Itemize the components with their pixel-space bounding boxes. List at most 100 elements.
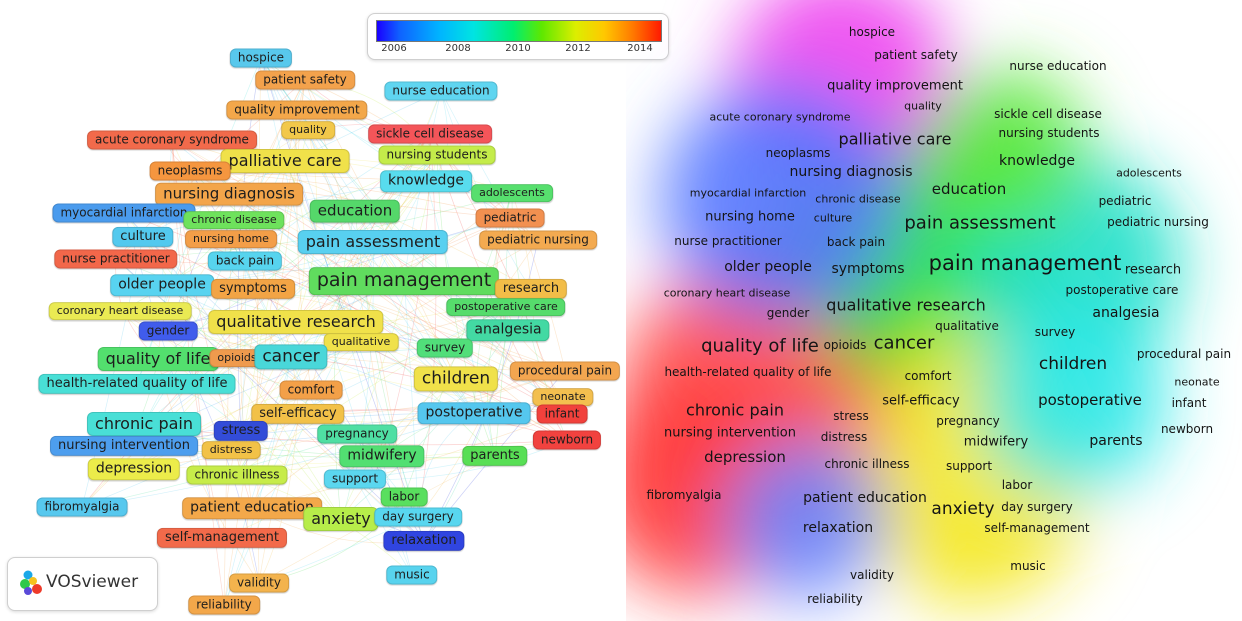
density-keyword-label[interactable]: parents bbox=[1089, 433, 1143, 449]
keyword-node[interactable]: sickle cell disease bbox=[368, 124, 492, 144]
keyword-node[interactable]: nursing intervention bbox=[50, 435, 198, 457]
density-keyword-label[interactable]: symptoms bbox=[831, 261, 905, 277]
density-keyword-label[interactable]: validity bbox=[850, 568, 894, 582]
density-keyword-label[interactable]: opioids bbox=[823, 338, 867, 352]
density-keyword-label[interactable]: nursing students bbox=[998, 126, 1100, 140]
density-keyword-label[interactable]: nurse practitioner bbox=[674, 234, 782, 248]
keyword-node[interactable]: comfort bbox=[279, 380, 343, 400]
keyword-node[interactable]: day surgery bbox=[374, 507, 462, 527]
density-keyword-label[interactable]: pregnancy bbox=[936, 414, 1000, 428]
density-keyword-label[interactable]: pediatric bbox=[1098, 194, 1152, 208]
keyword-node[interactable]: chronic disease bbox=[183, 211, 285, 229]
density-keyword-label[interactable]: nursing intervention bbox=[664, 425, 796, 441]
density-keyword-label[interactable]: neoplasms bbox=[765, 146, 831, 160]
keyword-node[interactable]: music bbox=[386, 565, 438, 585]
keyword-node[interactable]: patient education bbox=[182, 497, 322, 519]
density-keyword-label[interactable]: research bbox=[1124, 262, 1182, 278]
keyword-node[interactable]: infant bbox=[536, 404, 588, 424]
keyword-node[interactable]: quality bbox=[281, 121, 335, 139]
density-keyword-label[interactable]: nursing diagnosis bbox=[789, 164, 913, 180]
density-keyword-label[interactable]: comfort bbox=[904, 369, 952, 383]
keyword-node[interactable]: back pain bbox=[207, 251, 283, 271]
density-keyword-label[interactable]: hospice bbox=[848, 25, 896, 39]
density-keyword-label[interactable]: newborn bbox=[1160, 422, 1214, 436]
keyword-node[interactable]: reliability bbox=[188, 595, 260, 615]
keyword-node[interactable]: nurse education bbox=[384, 81, 498, 101]
density-keyword-label[interactable]: palliative care bbox=[838, 129, 952, 149]
keyword-node[interactable]: newborn bbox=[532, 430, 602, 450]
density-keyword-label[interactable]: quality of life bbox=[701, 335, 819, 357]
density-keyword-label[interactable]: adolescents bbox=[1116, 166, 1182, 180]
keyword-node[interactable]: acute coronary syndrome bbox=[87, 130, 257, 150]
keyword-node[interactable]: labor bbox=[380, 487, 428, 507]
keyword-node[interactable]: adolescents bbox=[471, 184, 553, 202]
keyword-node[interactable]: cancer bbox=[254, 344, 328, 370]
density-keyword-label[interactable]: music bbox=[1010, 559, 1046, 573]
keyword-node[interactable]: chronic illness bbox=[186, 465, 288, 485]
density-keyword-label[interactable]: knowledge bbox=[999, 153, 1075, 169]
density-keyword-label[interactable]: infant bbox=[1171, 396, 1207, 410]
density-keyword-label[interactable]: pain management bbox=[928, 251, 1122, 275]
keyword-node[interactable]: pregnancy bbox=[317, 424, 397, 444]
density-keyword-label[interactable]: labor bbox=[1001, 478, 1033, 492]
density-keyword-label[interactable]: pain assessment bbox=[904, 212, 1056, 234]
keyword-node[interactable]: chronic pain bbox=[87, 412, 201, 436]
keyword-node[interactable]: palliative care bbox=[220, 149, 350, 173]
keyword-node[interactable]: nursing students bbox=[378, 145, 496, 165]
density-keyword-label[interactable]: chronic illness bbox=[824, 457, 910, 471]
density-keyword-label[interactable]: midwifery bbox=[963, 434, 1029, 450]
density-keyword-label[interactable]: neonate bbox=[1174, 375, 1220, 389]
density-keyword-label[interactable]: gender bbox=[766, 306, 810, 320]
density-keyword-label[interactable]: stress bbox=[833, 409, 869, 423]
keyword-node[interactable]: postoperative bbox=[417, 402, 531, 424]
keyword-node[interactable]: hospice bbox=[229, 48, 293, 68]
keyword-node[interactable]: research bbox=[494, 278, 568, 300]
keyword-node[interactable]: neoplasms bbox=[149, 161, 231, 181]
density-keyword-label[interactable]: day surgery bbox=[1001, 500, 1073, 514]
keyword-node[interactable]: quality of life bbox=[97, 347, 219, 371]
keyword-node[interactable]: myocardial infarction bbox=[52, 203, 196, 223]
keyword-node[interactable]: pain management bbox=[308, 267, 500, 295]
keyword-node[interactable]: depression bbox=[87, 458, 181, 480]
density-keyword-label[interactable]: patient safety bbox=[874, 48, 958, 62]
density-keyword-label[interactable]: coronary heart disease bbox=[663, 286, 791, 300]
keyword-node[interactable]: midwifery bbox=[339, 445, 425, 467]
keyword-node[interactable]: fibromyalgia bbox=[36, 497, 128, 517]
keyword-node[interactable]: qualitative bbox=[323, 333, 399, 351]
density-keyword-label[interactable]: quality improvement bbox=[827, 78, 963, 94]
density-keyword-label[interactable]: qualitative bbox=[935, 319, 999, 333]
density-keyword-label[interactable]: depression bbox=[704, 448, 786, 466]
density-keyword-label[interactable]: anxiety bbox=[931, 499, 995, 519]
keyword-node[interactable]: self-efficacy bbox=[251, 403, 345, 425]
keyword-node[interactable]: parents bbox=[462, 445, 528, 467]
keyword-node[interactable]: older people bbox=[110, 274, 214, 296]
keyword-node[interactable]: survey bbox=[416, 338, 474, 358]
keyword-node[interactable]: gender bbox=[138, 321, 198, 341]
keyword-node[interactable]: stress bbox=[213, 420, 269, 442]
keyword-node[interactable]: culture bbox=[112, 226, 174, 248]
density-keyword-label[interactable]: back pain bbox=[826, 235, 886, 249]
keyword-node[interactable]: pediatric bbox=[475, 208, 545, 228]
keyword-node[interactable]: health-related quality of life bbox=[38, 373, 236, 395]
keyword-node[interactable]: postoperative care bbox=[446, 298, 566, 316]
keyword-node[interactable]: pediatric nursing bbox=[479, 230, 597, 250]
keyword-node[interactable]: coronary heart disease bbox=[48, 302, 192, 320]
density-keyword-label[interactable]: acute coronary syndrome bbox=[709, 110, 851, 124]
density-keyword-label[interactable]: quality bbox=[904, 99, 942, 113]
keyword-node[interactable]: neonate bbox=[532, 388, 594, 406]
density-keyword-label[interactable]: pediatric nursing bbox=[1107, 215, 1209, 229]
density-keyword-label[interactable]: procedural pain bbox=[1136, 347, 1232, 361]
keyword-node[interactable]: procedural pain bbox=[509, 361, 621, 381]
keyword-node[interactable]: knowledge bbox=[380, 170, 472, 192]
density-keyword-label[interactable]: survey bbox=[1034, 325, 1076, 339]
density-keyword-label[interactable]: support bbox=[945, 459, 993, 473]
density-keyword-label[interactable]: education bbox=[931, 180, 1007, 198]
density-keyword-label[interactable]: fibromyalgia bbox=[646, 488, 722, 502]
keyword-node[interactable]: validity bbox=[229, 573, 289, 593]
keyword-node[interactable]: nursing home bbox=[185, 230, 277, 248]
density-keyword-label[interactable]: nurse education bbox=[1009, 59, 1107, 73]
density-keyword-label[interactable]: sickle cell disease bbox=[994, 107, 1102, 121]
keyword-node[interactable]: nurse practitioner bbox=[54, 249, 178, 269]
density-keyword-label[interactable]: health-related quality of life bbox=[664, 365, 832, 379]
density-keyword-label[interactable]: cancer bbox=[873, 332, 935, 354]
